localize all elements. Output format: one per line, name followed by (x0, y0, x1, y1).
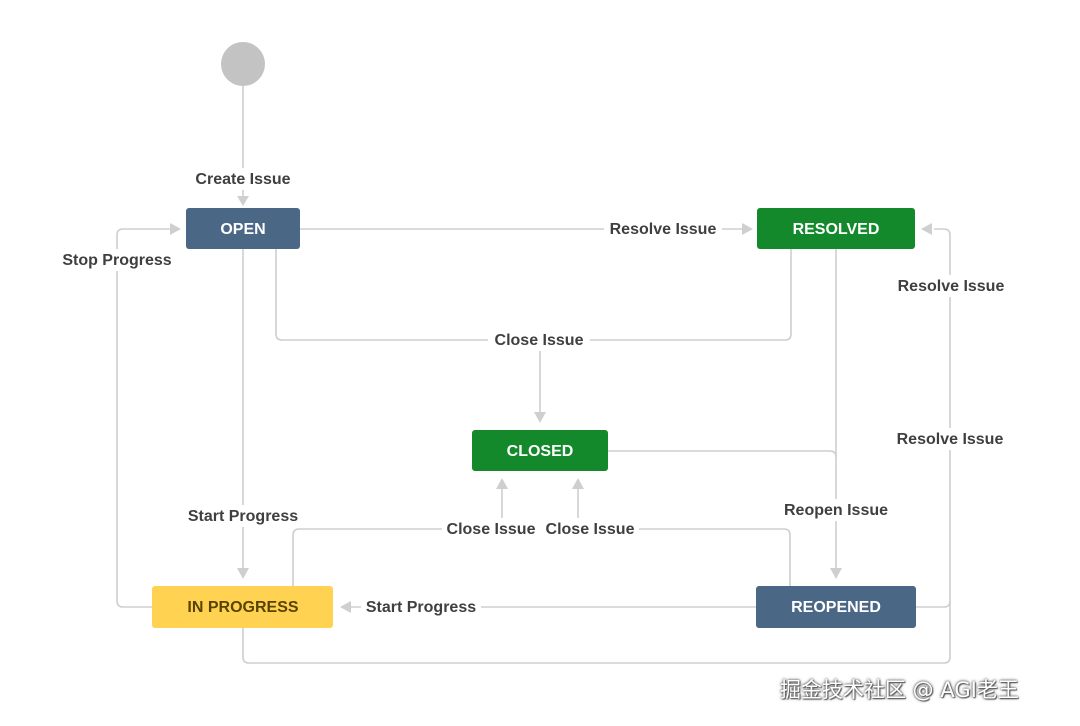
edge-labels: Create Issue Resolve Issue Stop Progress… (56, 168, 1010, 618)
edge-close-issue-top (275, 249, 792, 341)
arrowhead-reopen-issue (830, 568, 842, 579)
arrowhead-start-progress-open (237, 568, 249, 579)
status-open-box[interactable] (186, 208, 300, 249)
status-in-progress-box[interactable] (152, 586, 333, 628)
label-stop-progress: Stop Progress (62, 252, 171, 269)
status-open-label: OPEN (220, 221, 265, 238)
status-resolved[interactable]: RESOLVED (757, 208, 915, 249)
label-reopen-issue: Reopen Issue (784, 502, 888, 519)
status-reopened-label: REOPENED (791, 599, 881, 616)
label-start-progress-reopened: Start Progress (366, 599, 476, 616)
label-in-progress-resolve-issue: Resolve Issue (898, 278, 1005, 295)
label-reopened-resolve-issue: Resolve Issue (897, 431, 1004, 448)
label-start-progress-open: Start Progress (188, 508, 298, 525)
arrowhead-close-reopened (572, 478, 584, 489)
status-open[interactable]: OPEN (186, 208, 300, 249)
status-resolved-label: RESOLVED (793, 221, 880, 238)
label-create-issue: Create Issue (195, 171, 290, 188)
label-close-issue-top: Close Issue (495, 332, 584, 349)
status-closed-label: CLOSED (507, 443, 574, 460)
nodes: OPEN RESOLVED CLOSED IN PROGRESS REOPENE… (152, 42, 916, 628)
arrowhead-close-in-progress (496, 478, 508, 489)
arrowhead-close-issue (534, 412, 546, 423)
edge-stop-progress (116, 228, 170, 608)
arrowhead-start-progress-reopened (340, 601, 351, 613)
edge-in-progress-resolve-issue (242, 228, 951, 664)
status-in-progress[interactable]: IN PROGRESS (152, 586, 333, 628)
arrowhead-resolve-right (921, 223, 932, 235)
arrowhead-create-issue (237, 196, 249, 206)
label-close-issue-reopened: Close Issue (546, 521, 635, 538)
label-open-resolve-issue: Resolve Issue (610, 221, 717, 238)
status-resolved-box[interactable] (757, 208, 915, 249)
arrowhead-stop-progress (170, 223, 181, 235)
arrowheads (170, 196, 932, 613)
status-closed[interactable]: CLOSED (472, 430, 608, 471)
watermark: 掘金技术社区 @ AGI老王 (780, 678, 1019, 702)
start-node (221, 42, 265, 86)
label-close-issue-in-progress: Close Issue (447, 521, 536, 538)
status-in-progress-label: IN PROGRESS (187, 599, 298, 616)
edge-reopened-resolve-issue (916, 600, 951, 608)
edges (116, 86, 951, 664)
status-closed-box[interactable] (472, 430, 608, 471)
arrowhead-open-resolve (742, 223, 753, 235)
status-reopened[interactable]: REOPENED (756, 586, 916, 628)
status-reopened-box[interactable] (756, 586, 916, 628)
